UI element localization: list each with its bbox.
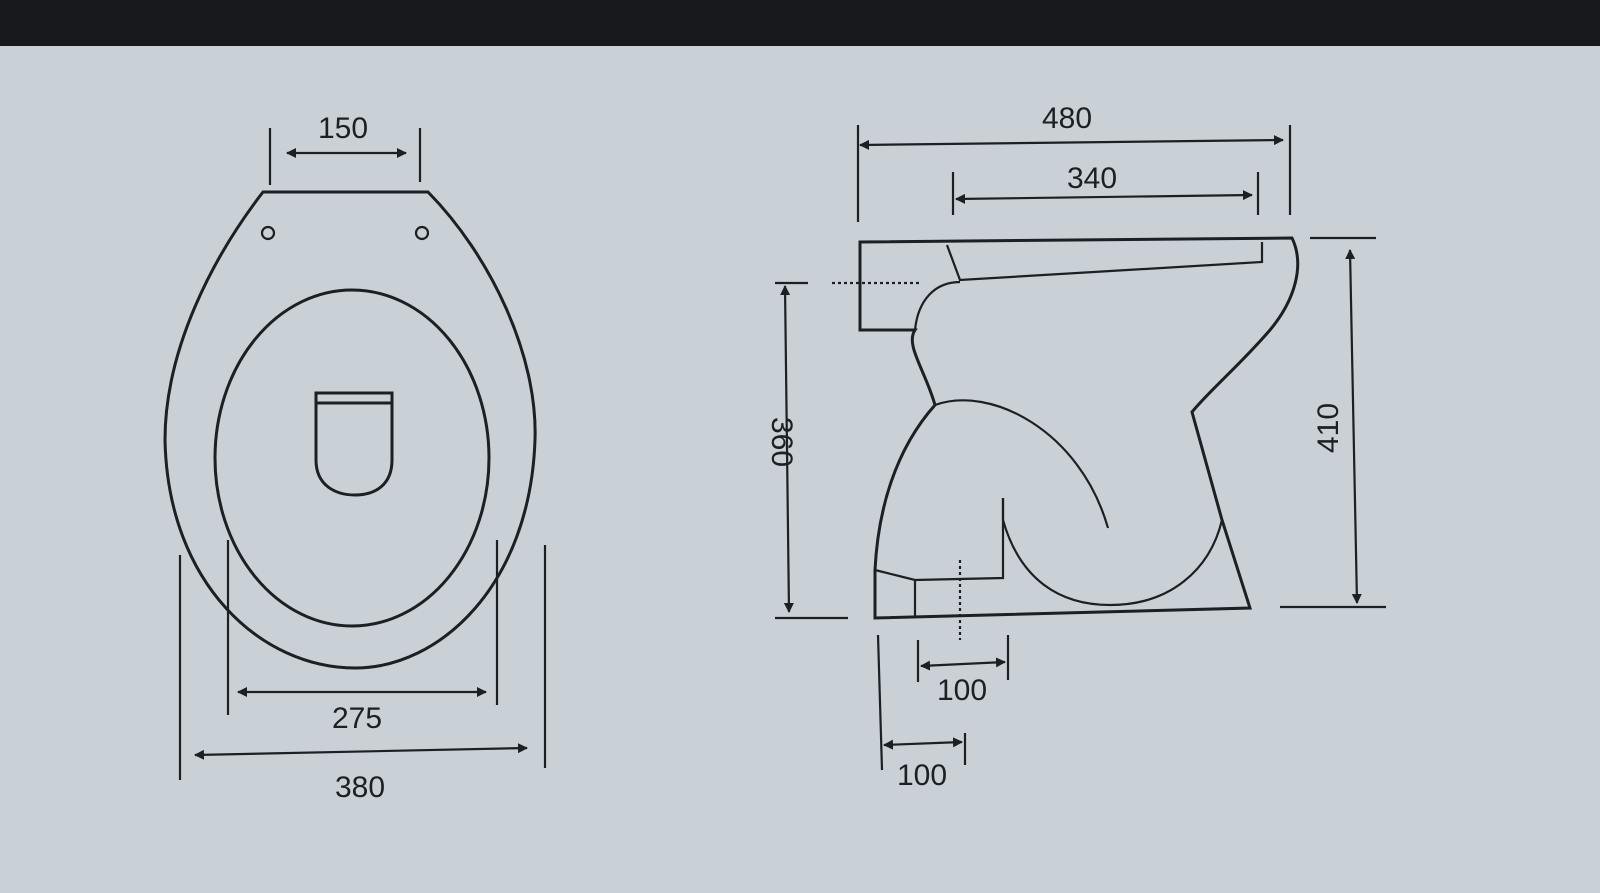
dimension-150: 150: [268, 112, 422, 185]
rim-inner: [945, 242, 1264, 282]
dimension-380: 380: [178, 545, 547, 804]
toilet-profile: [858, 236, 1300, 620]
dimension-label: 380: [335, 771, 385, 804]
hinge-hole-left: [260, 225, 276, 241]
dimension-label: 340: [1067, 162, 1117, 195]
dimension-label: 480: [1042, 102, 1092, 135]
dimension-100-offset: 100: [876, 634, 967, 792]
dimension-label: 150: [318, 112, 368, 145]
trapway: [913, 280, 1110, 529]
dimension-100-outlet: 100: [916, 635, 1010, 707]
dimension-label: 360: [765, 417, 798, 467]
dimension-410: 410: [1280, 236, 1386, 609]
dimension-label: 100: [937, 674, 987, 707]
dimension-480: 480: [856, 102, 1292, 222]
water-outlet: [314, 391, 394, 497]
hinge-hole-right: [414, 225, 430, 241]
dimension-label: 100: [897, 759, 947, 792]
dimension-360: 360: [765, 281, 848, 620]
dimension-340: 340: [951, 162, 1260, 215]
trapway-outer: [1001, 498, 1224, 607]
dimension-label: 275: [332, 702, 382, 735]
dimension-275: 275: [226, 540, 499, 735]
dimension-label: 410: [1312, 403, 1345, 453]
top-view: 150 275 380: [163, 112, 547, 804]
seat-outline: [163, 190, 537, 670]
side-view: 480 340 410 360 100: [765, 102, 1386, 792]
bowl-opening: [213, 288, 491, 628]
screen-bezel: [0, 0, 1600, 46]
